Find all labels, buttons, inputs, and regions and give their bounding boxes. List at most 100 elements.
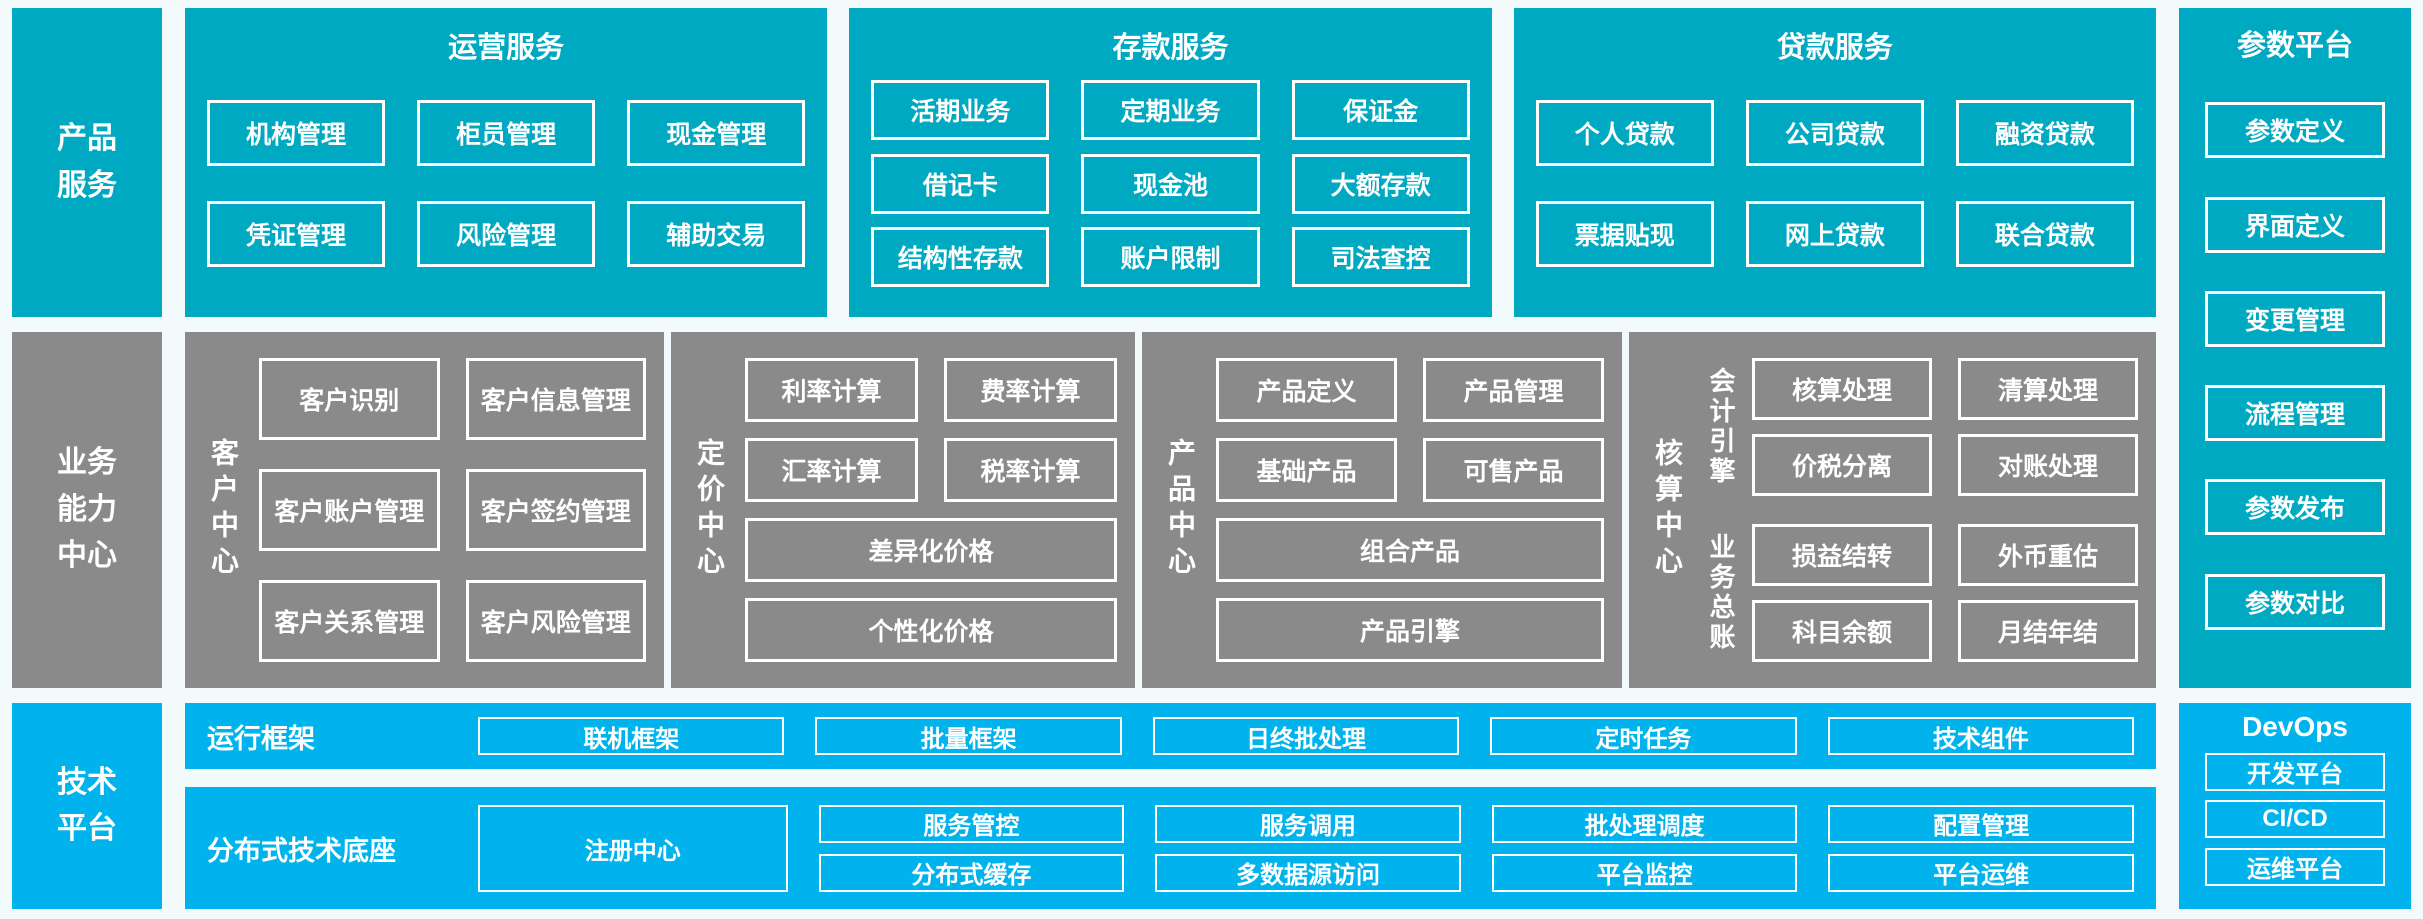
box-service-invocation: 服务调用 <box>1155 804 1461 843</box>
box-registry-center: 注册中心 <box>478 804 788 892</box>
product-center-section: 产品中心 产品定义 产品管理 基础产品 可售产品 组合产品 产品引擎 <box>1142 332 1622 688</box>
box-distributed-cache: 分布式缓存 <box>818 853 1125 892</box>
rail-product-services: 产品 服务 <box>12 8 162 317</box>
box-time-deposit: 定期业务 <box>1081 79 1260 140</box>
box-param-compare: 参数对比 <box>2205 573 2385 630</box>
customer-row-2: 客户账户管理 客户签约管理 <box>259 469 646 551</box>
loan-row-1: 个人贷款 公司贷款 融资贷款 <box>1535 100 2134 167</box>
box-process-management: 流程管理 <box>2205 385 2385 442</box>
box-customer-account-mgmt: 客户账户管理 <box>259 469 440 551</box>
box-cash-management: 现金管理 <box>627 100 806 167</box>
pricing-center-section: 定价中心 利率计算 费率计算 汇率计算 税率计算 差异化价格 个性化价格 <box>671 332 1135 688</box>
box-voucher-management: 凭证管理 <box>207 200 386 267</box>
right-column: 参数平台 参数定义 界面定义 变更管理 流程管理 参数发布 参数对比 DevOp… <box>2179 8 2411 911</box>
box-fx-revaluation: 外币重估 <box>1958 524 2138 586</box>
box-scheduled-task: 定时任务 <box>1490 717 1797 755</box>
box-risk-management: 风险管理 <box>417 200 596 267</box>
pricing-center-boxes: 利率计算 费率计算 汇率计算 税率计算 差异化价格 个性化价格 <box>745 358 1117 662</box>
product-center-boxes: 产品定义 产品管理 基础产品 可售产品 组合产品 产品引擎 <box>1216 358 1604 662</box>
box-customer-relation-mgmt: 客户关系管理 <box>259 580 440 662</box>
box-teller-management: 柜员管理 <box>417 100 596 167</box>
deposit-row-2: 借记卡 现金池 大额存款 <box>871 153 1470 214</box>
box-param-definition: 参数定义 <box>2205 102 2385 159</box>
deposit-row-1: 活期业务 定期业务 保证金 <box>871 79 1470 140</box>
box-accounting-process: 核算处理 <box>1752 358 1932 420</box>
box-online-loan: 网上贷款 <box>1745 200 1924 267</box>
loan-row-2: 票据贴现 网上贷款 联合贷款 <box>1535 200 2134 267</box>
deposit-service-title: 存款服务 <box>1112 32 1229 64</box>
box-base-product: 基础产品 <box>1216 438 1397 502</box>
box-sellable-product: 可售产品 <box>1423 438 1604 502</box>
product-row-1: 产品定义 产品管理 <box>1216 358 1604 422</box>
distributed-col-3: 批处理调度 平台监控 <box>1491 804 1798 892</box>
box-differentiated-price: 差异化价格 <box>745 518 1117 582</box>
box-cash-pool: 现金池 <box>1081 153 1260 214</box>
pricing-row-2: 汇率计算 税率计算 <box>745 438 1117 502</box>
box-large-deposit: 大额存款 <box>1291 153 1470 214</box>
main-column: 运营服务 机构管理 柜员管理 现金管理 凭证管理 风险管理 辅助交易 存款服务 <box>185 8 2156 911</box>
box-platform-monitoring: 平台监控 <box>1491 853 1798 892</box>
customer-center-boxes: 客户识别 客户信息管理 客户账户管理 客户签约管理 客户关系管理 客户风险管理 <box>259 358 646 662</box>
left-rail-column: 产品 服务 业务 能力 中心 技术 平台 <box>12 8 162 911</box>
accounting-engine-boxes: 核算处理 清算处理 价税分离 对账处理 <box>1752 358 2138 496</box>
box-config-management: 配置管理 <box>1828 804 2134 843</box>
box-pnl-carryover: 损益结转 <box>1752 524 1932 586</box>
box-syndicated-loan: 联合贷款 <box>1955 200 2134 267</box>
deposit-service-boxes: 活期业务 定期业务 保证金 借记卡 现金池 大额存款 结构性存款 账户限制 司法… <box>871 66 1470 301</box>
pricing-center-label: 定价中心 <box>694 438 725 582</box>
param-platform-boxes: 参数定义 界面定义 变更管理 流程管理 参数发布 参数对比 <box>2205 64 2385 668</box>
box-corporate-loan: 公司贷款 <box>1745 100 1924 167</box>
business-ledger-boxes: 损益结转 外币重估 科目余额 月结年结 <box>1752 524 2138 662</box>
box-service-governance: 服务管控 <box>818 804 1125 843</box>
param-platform-section: 参数平台 参数定义 界面定义 变更管理 流程管理 参数发布 参数对比 <box>2179 8 2411 688</box>
box-online-framework: 联机框架 <box>478 717 785 755</box>
box-fee-calc: 费率计算 <box>944 358 1117 422</box>
box-batch-scheduling: 批处理调度 <box>1491 804 1798 843</box>
accounting-engine-group: 会计引擎 核算处理 清算处理 价税分离 对账处理 <box>1703 358 2138 496</box>
box-product-definition: 产品定义 <box>1216 358 1397 422</box>
box-eod-batch: 日终批处理 <box>1152 717 1460 755</box>
box-structured-deposit: 结构性存款 <box>871 227 1050 288</box>
box-tech-components: 技术组件 <box>1827 717 2135 755</box>
box-reconciliation-process: 对账处理 <box>1958 434 2138 496</box>
devops-title: DevOps <box>2242 711 2348 742</box>
distributed-base-label: 分布式技术底座 <box>207 835 396 866</box>
box-clearing-process: 清算处理 <box>1958 358 2138 420</box>
box-customer-risk-mgmt: 客户风险管理 <box>465 580 646 662</box>
box-interest-calc: 利率计算 <box>745 358 918 422</box>
loan-service-title: 贷款服务 <box>1776 32 1893 64</box>
box-financing-loan: 融资贷款 <box>1955 100 2134 167</box>
box-param-release: 参数发布 <box>2205 479 2385 536</box>
distributed-base-bar: 分布式技术底座 注册中心 服务管控 分布式缓存 服务调用 多数据源访问 批处理调… <box>185 787 2156 909</box>
devops-section: DevOps 开发平台 CI/CD 运维平台 <box>2179 703 2411 909</box>
param-platform-title: 参数平台 <box>2236 30 2353 62</box>
product-row-4: 产品引擎 <box>1216 598 1604 662</box>
accounting-center-section: 核算中心 会计引擎 核算处理 清算处理 价税分离 对账处理 <box>1629 332 2156 688</box>
accounting-groups: 会计引擎 核算处理 清算处理 价税分离 对账处理 <box>1703 358 2138 662</box>
operations-row-1: 机构管理 柜员管理 现金管理 <box>207 100 806 167</box>
box-debit-card: 借记卡 <box>871 153 1050 214</box>
devops-boxes: 开发平台 CI/CD 运维平台 <box>2205 743 2385 895</box>
business-ledger-label: 业务总账 <box>1706 533 1736 653</box>
accounting-engine-row-2: 价税分离 对账处理 <box>1752 434 2138 496</box>
accounting-center-label: 核算中心 <box>1652 438 1683 582</box>
box-personalized-price: 个性化价格 <box>745 598 1117 662</box>
rail-tech-platform: 技术 平台 <box>12 703 162 909</box>
box-ui-definition: 界面定义 <box>2205 196 2385 253</box>
customer-center-section: 客户中心 客户识别 客户信息管理 客户账户管理 客户签约管理 客户关系管理 客户… <box>185 332 664 688</box>
box-margin-deposit: 保证金 <box>1291 79 1470 140</box>
product-center-label: 产品中心 <box>1165 438 1196 582</box>
box-product-management: 产品管理 <box>1423 358 1604 422</box>
distributed-col-2: 服务调用 多数据源访问 <box>1155 804 1461 892</box>
box-dev-platform: 开发平台 <box>2205 752 2385 791</box>
box-customer-contract-mgmt: 客户签约管理 <box>465 469 646 551</box>
box-bill-discount: 票据贴现 <box>1535 200 1714 267</box>
operations-service-title: 运营服务 <box>448 32 565 64</box>
business-ledger-row-2: 科目余额 月结年结 <box>1752 600 2138 662</box>
customer-center-label: 客户中心 <box>208 438 239 582</box>
box-customer-info-mgmt: 客户信息管理 <box>465 358 646 440</box>
box-price-tax-separation: 价税分离 <box>1752 434 1932 496</box>
operations-row-2: 凭证管理 风险管理 辅助交易 <box>207 200 806 267</box>
box-customer-identify: 客户识别 <box>259 358 440 440</box>
